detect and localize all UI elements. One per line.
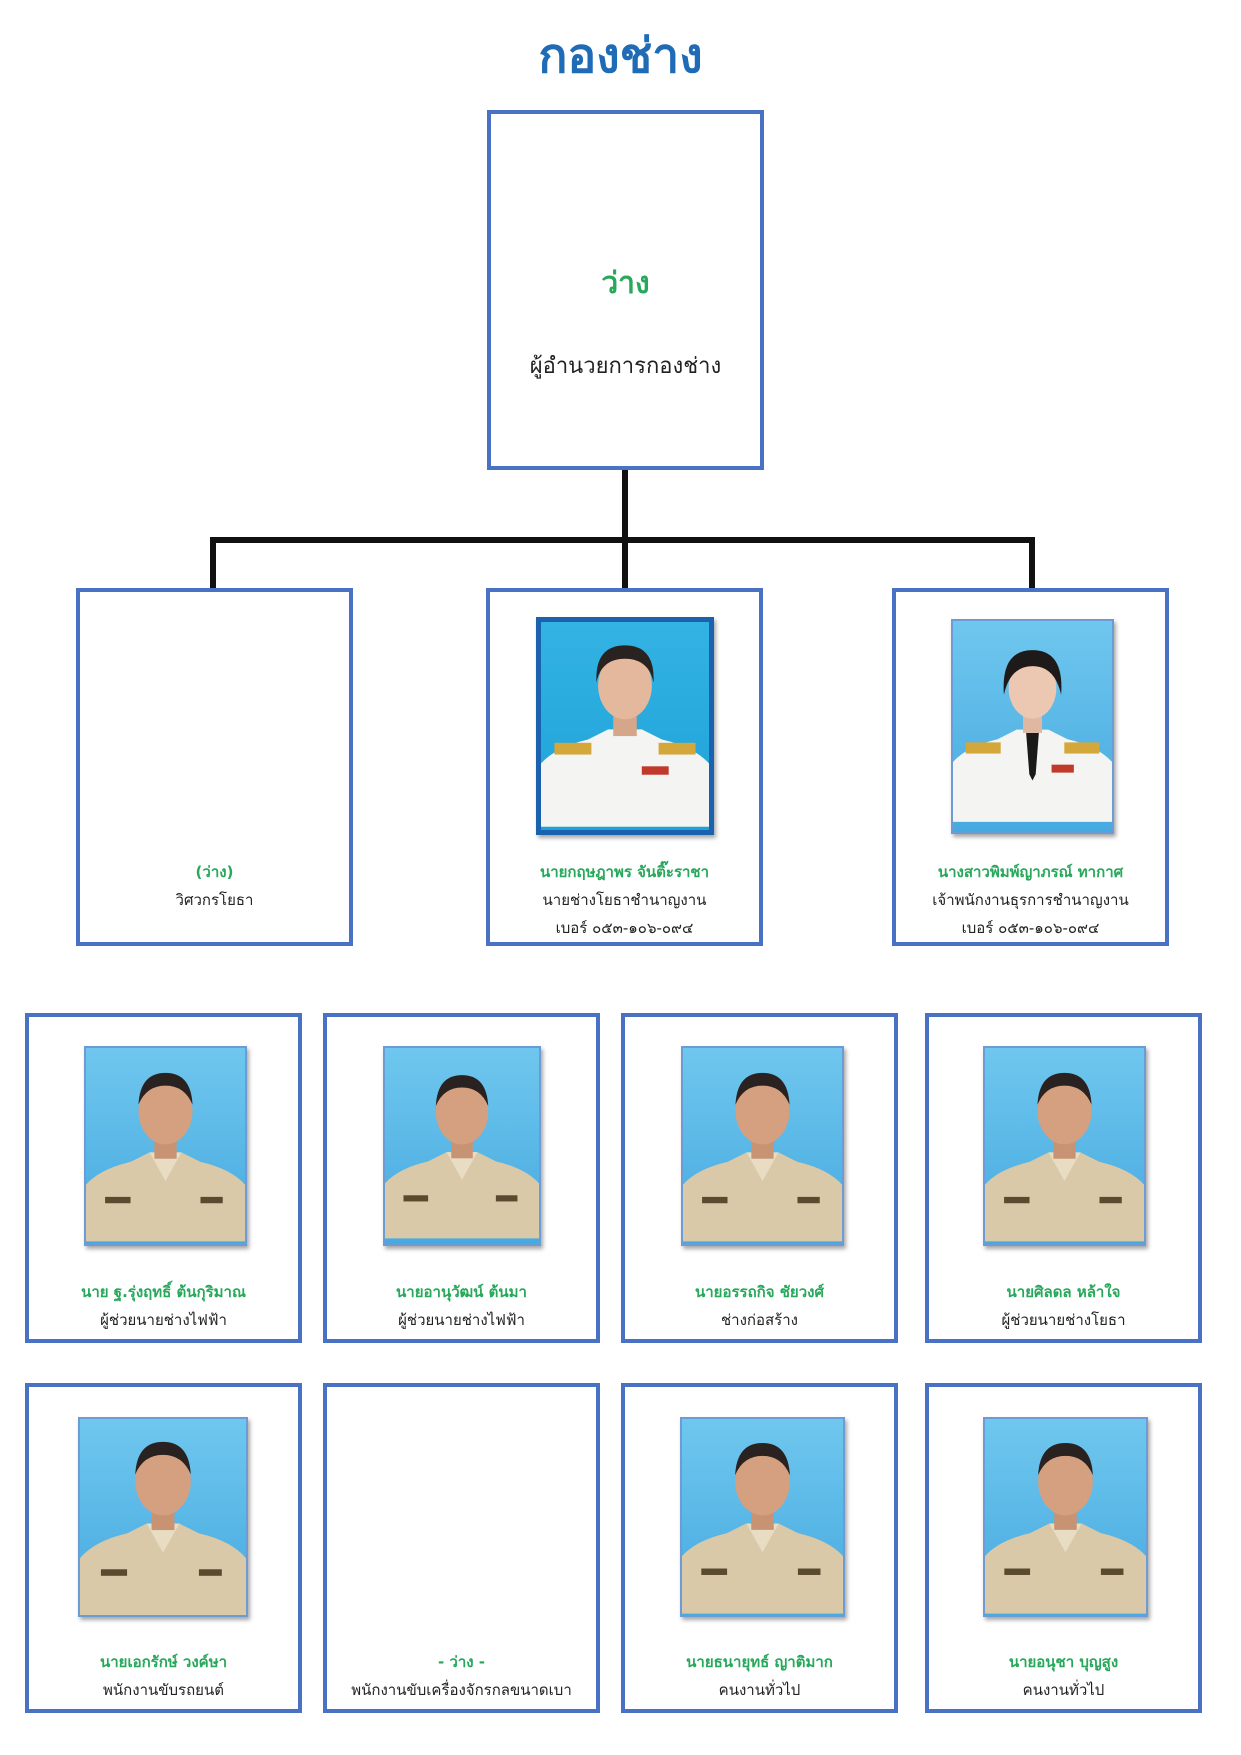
member-photo (983, 1046, 1146, 1246)
member-position: คนงานทั่วไป (718, 1681, 801, 1699)
org-box-staff: นายธนายุทธ์ ญาติมาก คนงานทั่วไป (621, 1383, 898, 1713)
connector-vertical-left (210, 537, 216, 588)
member-position: คนงานทั่วไป (1022, 1681, 1105, 1699)
member-name: นายอรรถกิจ ชัยวงศ์ (694, 1283, 824, 1301)
member-name: นายเอกรักษ์ วงค์ษา (99, 1653, 228, 1671)
member-photo (951, 619, 1114, 834)
org-box-civil-technician: นายกฤษฎาพร จันติ๊ะราชา นายช่างโยธาชำนาญง… (486, 588, 763, 946)
org-box-staff: นายอรรถกิจ ชัยวงศ์ ช่างก่อสร้าง (621, 1013, 898, 1343)
member-photo (78, 1417, 248, 1617)
org-box-staff: นายเอกรักษ์ วงค์ษา พนักงานขับรถยนต์ (25, 1383, 302, 1713)
member-name: นาย ฐ.รุ่งฤทธิ์ ต้นกุริมาณ (81, 1283, 246, 1301)
member-name: นายอานุวัฒน์ ต้นมา (396, 1283, 527, 1301)
org-box-civil-engineer: (ว่าง) วิศวกรโยธา (76, 588, 353, 946)
member-photo (983, 1417, 1148, 1617)
head-name: ว่าง (601, 266, 650, 301)
member-photo (680, 1417, 845, 1617)
member-name: นายอนุชา บุญสูง (1008, 1653, 1119, 1671)
member-name: นายธนายุทธ์ ญาติมาก (686, 1653, 833, 1671)
member-position: วิศวกรโยธา (175, 891, 254, 909)
member-position: พนักงานขับรถยนต์ (103, 1681, 224, 1699)
org-box-staff: นาย ฐ.รุ่งฤทธิ์ ต้นกุริมาณ ผู้ช่วยนายช่า… (25, 1013, 302, 1343)
member-name: - ว่าง - (437, 1653, 486, 1671)
member-position: นายช่างโยธาชำนาญงาน (542, 891, 707, 909)
member-phone: เบอร์ ๐๕๓-๑๐๖-๐๙๔ (961, 919, 1100, 937)
connector-vertical-right (1029, 537, 1035, 588)
head-position: ผู้อำนวยการกองช่าง (529, 354, 722, 379)
connector-vertical-center (622, 537, 628, 588)
member-phone: เบอร์ ๐๕๓-๑๐๖-๐๙๔ (555, 919, 694, 937)
member-position: ผู้ช่วยนายช่างไฟฟ้า (100, 1311, 227, 1329)
org-box-staff: นายอานุวัฒน์ ต้นมา ผู้ช่วยนายช่างไฟฟ้า (323, 1013, 600, 1343)
member-photo (681, 1046, 844, 1246)
member-photo (84, 1046, 247, 1246)
member-photo (383, 1046, 541, 1246)
org-box-staff: นายศิลดล หล้าใจ ผู้ช่วยนายช่างโยธา (925, 1013, 1202, 1343)
member-photo (536, 617, 714, 835)
page-title: กองช่าง (538, 28, 703, 84)
org-box-head: ว่าง ผู้อำนวยการกองช่าง (487, 110, 764, 470)
member-name: นายกฤษฎาพร จันติ๊ะราชา (539, 863, 710, 881)
org-box-staff: นายอนุชา บุญสูง คนงานทั่วไป (925, 1383, 1202, 1713)
member-position: ผู้ช่วยนายช่างโยธา (1001, 1311, 1126, 1329)
member-position: เจ้าพนักงานธุรการชำนาญงาน (932, 891, 1129, 909)
member-name: นางสาวพิมพ์ญาภรณ์ ทากาศ (937, 863, 1124, 881)
member-position: ช่างก่อสร้าง (721, 1311, 798, 1329)
connector-vertical-head (622, 470, 628, 542)
member-name: (ว่าง) (195, 863, 234, 881)
member-position: ผู้ช่วยนายช่างไฟฟ้า (398, 1311, 525, 1329)
org-box-admin-officer: นางสาวพิมพ์ญาภรณ์ ทากาศ เจ้าพนักงานธุรกา… (892, 588, 1169, 946)
member-position: พนักงานขับเครื่องจักรกลขนาดเบา (351, 1681, 572, 1699)
member-name: นายศิลดล หล้าใจ (1006, 1283, 1121, 1301)
org-box-staff: - ว่าง - พนักงานขับเครื่องจักรกลขนาดเบา (323, 1383, 600, 1713)
